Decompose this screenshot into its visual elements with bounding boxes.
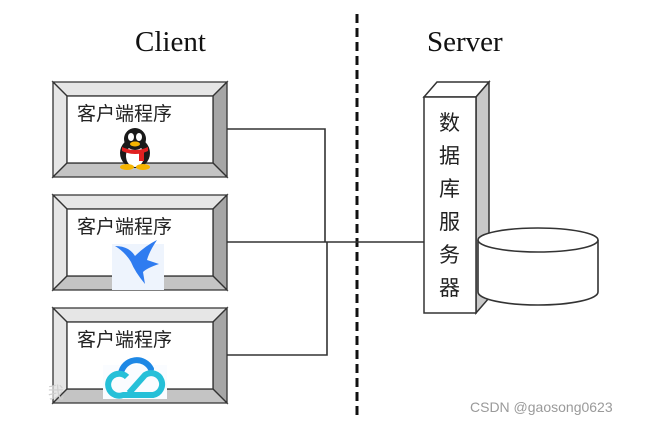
- client-heading: Client: [135, 26, 206, 58]
- server-front-face: [423, 96, 477, 314]
- client-box: 客户端程序: [51, 80, 229, 179]
- server-label-char: 库: [439, 177, 460, 201]
- client-box: 客户端程序: [51, 193, 229, 292]
- server-label-char: 据: [439, 144, 460, 168]
- feige-bird-icon: [112, 240, 164, 290]
- tencent-cloud-icon: [103, 357, 167, 399]
- server-label-char: 器: [439, 276, 460, 300]
- watermark: CSDN @gaosong0623: [470, 399, 613, 415]
- server-label-char: 数: [439, 111, 460, 135]
- network-connections: [227, 128, 424, 356]
- faded-mark: 我: [48, 383, 64, 402]
- client-box: 客户端程序: [51, 306, 229, 405]
- database-cylinder-icon: [477, 227, 599, 306]
- server-heading: Server: [427, 26, 503, 58]
- connection-client-3: [227, 242, 328, 356]
- client-label: 客户端程序: [77, 103, 172, 125]
- server-label-char: 务: [439, 243, 460, 267]
- qq-penguin-icon: [120, 128, 150, 170]
- connection-client-1: [227, 128, 326, 242]
- server-label-char: 服: [439, 210, 460, 234]
- client-label: 客户端程序: [77, 216, 172, 238]
- client-label: 客户端程序: [77, 329, 172, 351]
